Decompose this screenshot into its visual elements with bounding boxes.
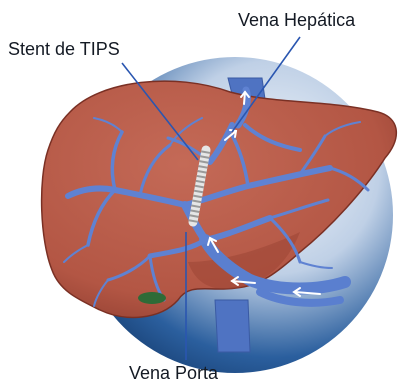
gallbladder — [138, 292, 166, 304]
hepatic-vein-label: Vena Hepática — [238, 11, 355, 29]
vena-cava-lower — [215, 300, 250, 352]
stent-label: Stent de TIPS — [8, 40, 120, 58]
portal-vein-label: Vena Porta — [129, 364, 218, 382]
